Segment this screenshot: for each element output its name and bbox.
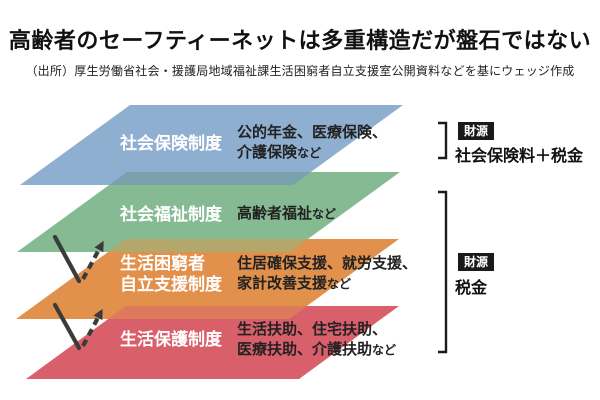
- desc-line: 公的年金、医療保険、: [237, 124, 388, 141]
- layer-label-line: 社会保険制度: [120, 134, 222, 153]
- source-caption: （出所）厚生労働省社会・援護局地域福祉課生活困窮者自立支援室公開資料などを基にウ…: [25, 64, 575, 78]
- funding-label-top: 社会保険料＋税金: [455, 148, 584, 165]
- funding-badge-top: 財源: [458, 122, 495, 140]
- desc-line: 介護保険など: [237, 144, 322, 161]
- layer-label-livelihood-support: 生活困窮者 自立支援制度: [120, 253, 222, 295]
- layer-label-social-insurance: 社会保険制度: [120, 133, 222, 154]
- overlap-band-blue-green: [109, 172, 311, 185]
- layer-desc-social-welfare: 高齢者福祉など: [237, 204, 336, 224]
- overlap-band-orange-red: [108, 306, 307, 319]
- funding-badge-bottom: 財源: [458, 253, 495, 271]
- layer-desc-public-assistance: 生活扶助、住宅扶助、 医療扶助、介護扶助など: [237, 320, 396, 360]
- funding-label-bottom: 税金: [455, 280, 488, 297]
- layer-label-social-welfare: 社会福祉制度: [120, 204, 222, 225]
- overlap-band-green-orange: [108, 239, 308, 252]
- desc-line: 医療扶助、介護扶助など: [237, 341, 397, 358]
- desc-line: 高齢者福祉など: [237, 205, 337, 222]
- bracket-tax-funded: [438, 190, 448, 354]
- layer-desc-livelihood-support: 住居確保支援、就労支援、 家計改善支援など: [237, 254, 417, 294]
- layer-label-line: 生活困窮者: [120, 254, 205, 273]
- layer-desc-social-insurance: 公的年金、医療保険、 介護保険など: [237, 123, 387, 163]
- layer-label-line: 生活保護制度: [120, 330, 222, 349]
- desc-line: 生活扶助、住宅扶助、: [237, 321, 388, 338]
- desc-line: 住居確保支援、就労支援、: [237, 255, 418, 272]
- desc-line: 家計改善支援など: [237, 275, 352, 292]
- page-title: 高齢者のセーフティーネットは多重構造だが盤石ではない: [8, 28, 592, 53]
- layer-label-public-assistance: 生活保護制度: [120, 329, 222, 350]
- layer-label-line: 社会福祉制度: [120, 205, 222, 224]
- layer-label-line: 自立支援制度: [120, 275, 222, 294]
- bracket-social-insurance: [438, 121, 448, 160]
